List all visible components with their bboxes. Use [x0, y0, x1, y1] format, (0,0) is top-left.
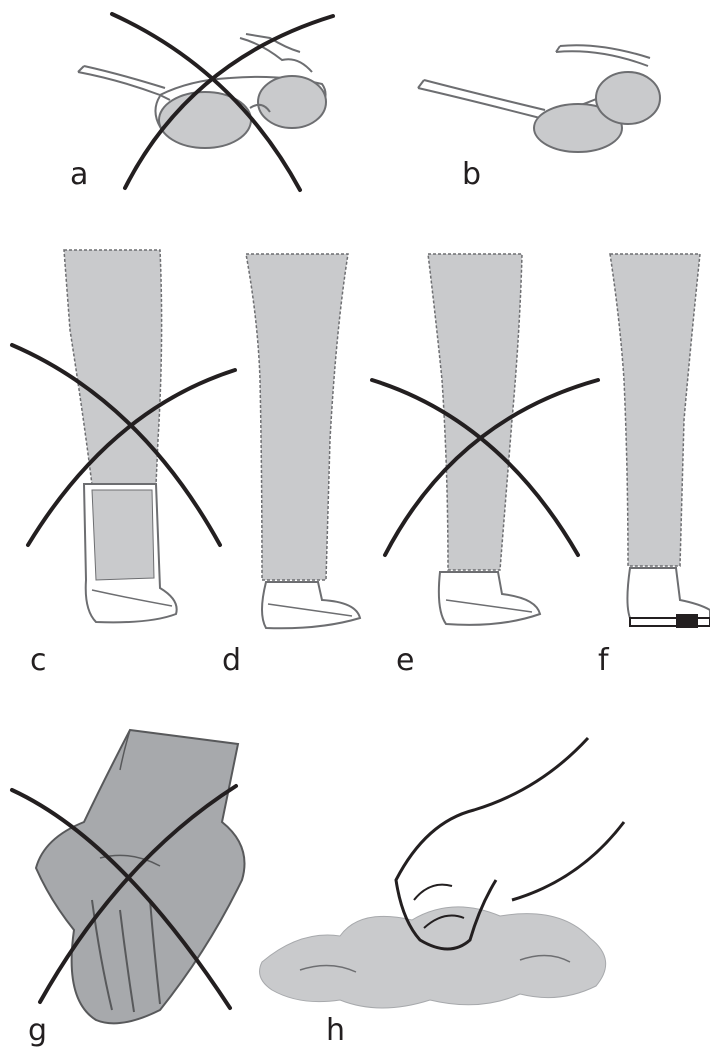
panel-letter-e: e	[396, 646, 414, 676]
panel-letter-a: a	[70, 160, 88, 190]
panel-h-hand-cloth	[260, 738, 624, 1008]
panel-letter-f: f	[598, 646, 609, 676]
panel-a-goggles	[78, 34, 326, 148]
panel-f-leg-sandal	[610, 254, 710, 628]
panel-letter-h: h	[326, 1016, 345, 1046]
panel-g-hand	[36, 730, 245, 1023]
panel-b-spectacles	[418, 45, 660, 152]
panel-letter-c: c	[30, 646, 47, 676]
panel-letter-g: g	[28, 1016, 47, 1046]
panel-d-leg-shoe	[246, 254, 360, 628]
panel-letter-d: d	[222, 646, 241, 676]
panel-letter-b: b	[462, 160, 481, 190]
